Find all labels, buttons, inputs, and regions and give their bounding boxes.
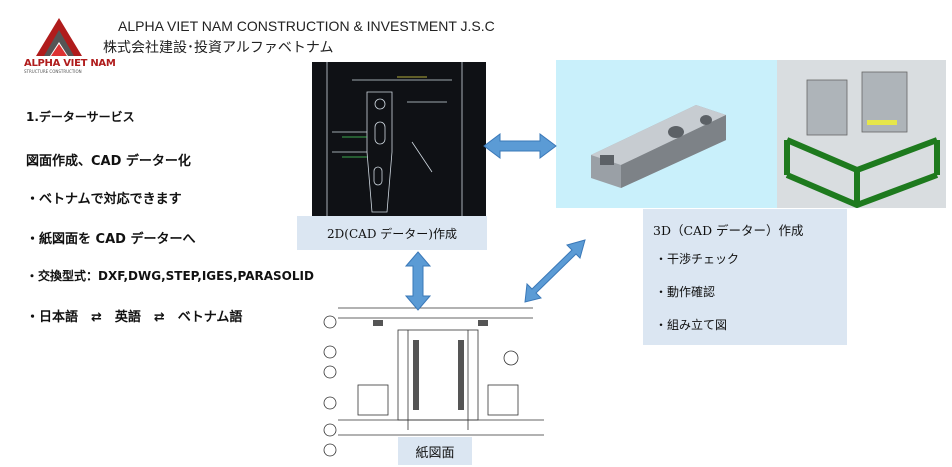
paper-drawing-label: 紙図面 xyxy=(398,437,472,465)
paper-drawing-image xyxy=(318,300,544,462)
service-item-2: ・ベトナムで対応できます xyxy=(26,192,182,207)
cad-3d-item-3: ・組み立て図 xyxy=(655,318,728,332)
service-title: 1.データーサービス xyxy=(26,110,135,124)
service-item-3: ・紙図面を CAD データーへ xyxy=(26,232,196,247)
cad-2d-drawing-image xyxy=(312,62,486,222)
company-name-en: ALPHA VIET NAM CONSTRUCTION & INVESTMENT… xyxy=(118,18,495,34)
cad-2d-label: 2D(CAD データー)作成 xyxy=(297,216,487,250)
company-logo xyxy=(36,18,82,56)
arrow-paper-3d xyxy=(524,239,586,303)
company-name-jp: 株式会社建設･投資アルファベトナム xyxy=(103,40,334,56)
cad-3d-assembly-image xyxy=(777,60,946,208)
service-item-4: ・交換型式：DXF,DWG,STEP,IGES,PARASOLID xyxy=(26,269,314,283)
logo-subtext: STRUCTURE CONSTRUCTION xyxy=(24,69,82,74)
service-item-5: ・日本語 ⇄ 英語 ⇄ ベトナム語 xyxy=(26,310,243,325)
logo-text: ALPHA VIET NAM xyxy=(24,58,116,69)
arrow-2d-3d xyxy=(483,133,557,159)
cad-3d-part-image xyxy=(556,60,777,208)
cad-3d-title: 3D（CAD データー）作成 xyxy=(653,223,804,238)
cad-3d-item-2: ・動作確認 xyxy=(655,285,716,299)
cad-3d-item-1: ・干渉チェック xyxy=(655,252,740,266)
service-item-1: 図面作成、CAD データー化 xyxy=(26,154,191,169)
cad-3d-panel xyxy=(643,209,847,345)
